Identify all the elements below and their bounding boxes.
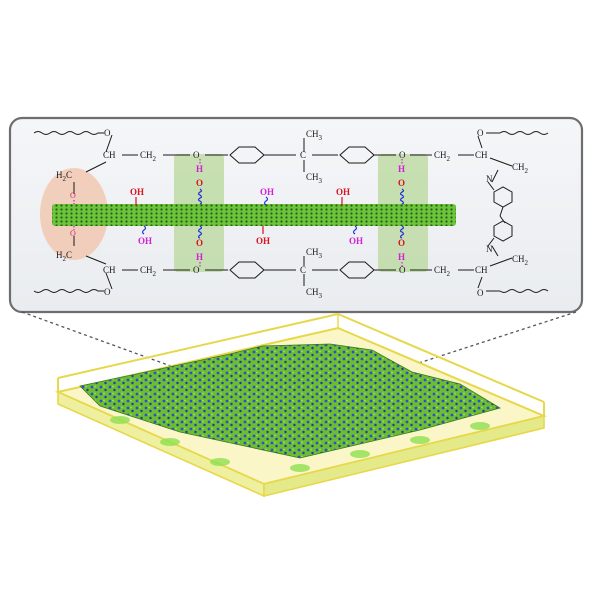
h-right-bot: H <box>398 252 405 262</box>
label-n-top: N <box>486 174 493 184</box>
label-c-top: C <box>300 150 306 160</box>
label-ch2-bot-r: CH <box>434 265 447 275</box>
label-o-left-b: O <box>70 229 76 238</box>
o-left-bot: O <box>196 238 203 248</box>
label-ch2-bot: CH <box>140 265 153 275</box>
o-right-bot: O <box>398 238 405 248</box>
label-o-bot-left: O <box>104 287 111 297</box>
h-left-top: H <box>196 164 203 174</box>
label-ch3-bot-a: CH <box>306 247 319 257</box>
molecular-zoom-panel: O CH CH2 O C CH3 CH3 O CH2 CH O CH2 N H2… <box>8 116 584 314</box>
oh-bot-2: OH <box>256 236 270 246</box>
h-left-bot: H <box>196 252 203 262</box>
label-o-bot-r: O <box>477 288 484 298</box>
label-ch-top-r: CH <box>475 150 488 160</box>
label-c-bot: C <box>300 265 306 275</box>
label-o-top-ether: O <box>193 150 200 160</box>
label-o-top-ether-r: O <box>399 150 406 160</box>
svg-text:CH2: CH2 <box>140 150 157 163</box>
label-h2c-bot: H <box>56 250 63 260</box>
amine-crosslinker <box>487 181 513 247</box>
label-n-bot: N <box>486 244 493 254</box>
svg-text:H2C: H2C <box>56 250 72 263</box>
film-filler-layer <box>79 343 502 459</box>
nanofiller-sheet <box>52 204 456 226</box>
label-o-bot-ether-r: O <box>399 265 406 275</box>
oh-top-3: OH <box>336 187 350 197</box>
oh-top-1: OH <box>130 187 144 197</box>
label-o-left-a: O <box>70 191 76 200</box>
svg-text:CH2: CH2 <box>140 265 157 278</box>
svg-text:H2C: H2C <box>56 170 72 183</box>
svg-text:CH2: CH2 <box>434 265 451 278</box>
svg-text:CH3: CH3 <box>306 247 323 260</box>
film-base-front-right <box>263 414 545 498</box>
hydroxyl-groups: OH OH OH OH OH OH H O O H H O O H <box>130 164 405 262</box>
label-ch3-bot-b: CH <box>306 287 319 297</box>
svg-text:CH2: CH2 <box>512 162 529 175</box>
oh-bot-3: OH <box>349 236 363 246</box>
label-ch2-bot-far: CH <box>512 254 525 264</box>
svg-text:CH3: CH3 <box>306 287 323 300</box>
epoxy-chain-top <box>33 131 549 194</box>
label-ch-bot-r: CH <box>475 265 488 275</box>
label-ch2-top: CH <box>140 150 153 160</box>
svg-text:CH2: CH2 <box>512 254 529 267</box>
label-h2c-top: H <box>56 170 63 180</box>
h-right-top: H <box>398 164 405 174</box>
hbond-springs <box>73 159 405 267</box>
oh-top-2: OH <box>260 187 274 197</box>
label-ch3-top-a: CH <box>306 129 319 139</box>
chemical-labels: O CH CH2 O C CH3 CH3 O CH2 CH O CH2 N H2… <box>56 128 529 300</box>
label-ch-bot-left: CH <box>103 265 116 275</box>
epoxy-chain-bottom <box>33 236 549 293</box>
label-ch-top-left: CH <box>103 150 116 160</box>
label-ch2-top-r: CH <box>434 150 447 160</box>
label-ch3-top-b: CH <box>306 172 319 182</box>
oh-bot-1: OH <box>138 236 152 246</box>
svg-text:CH2: CH2 <box>434 150 451 163</box>
composite-film <box>54 312 548 498</box>
o-right-top: O <box>398 178 405 188</box>
label-o-top-r: O <box>477 128 484 138</box>
label-o-bot-ether: O <box>193 265 200 275</box>
svg-text:CH3: CH3 <box>306 172 323 185</box>
svg-text:CH3: CH3 <box>306 129 323 142</box>
o-left-top: O <box>196 178 203 188</box>
label-o-top-left: O <box>104 128 111 138</box>
label-ch2-top-far: CH <box>512 162 525 172</box>
